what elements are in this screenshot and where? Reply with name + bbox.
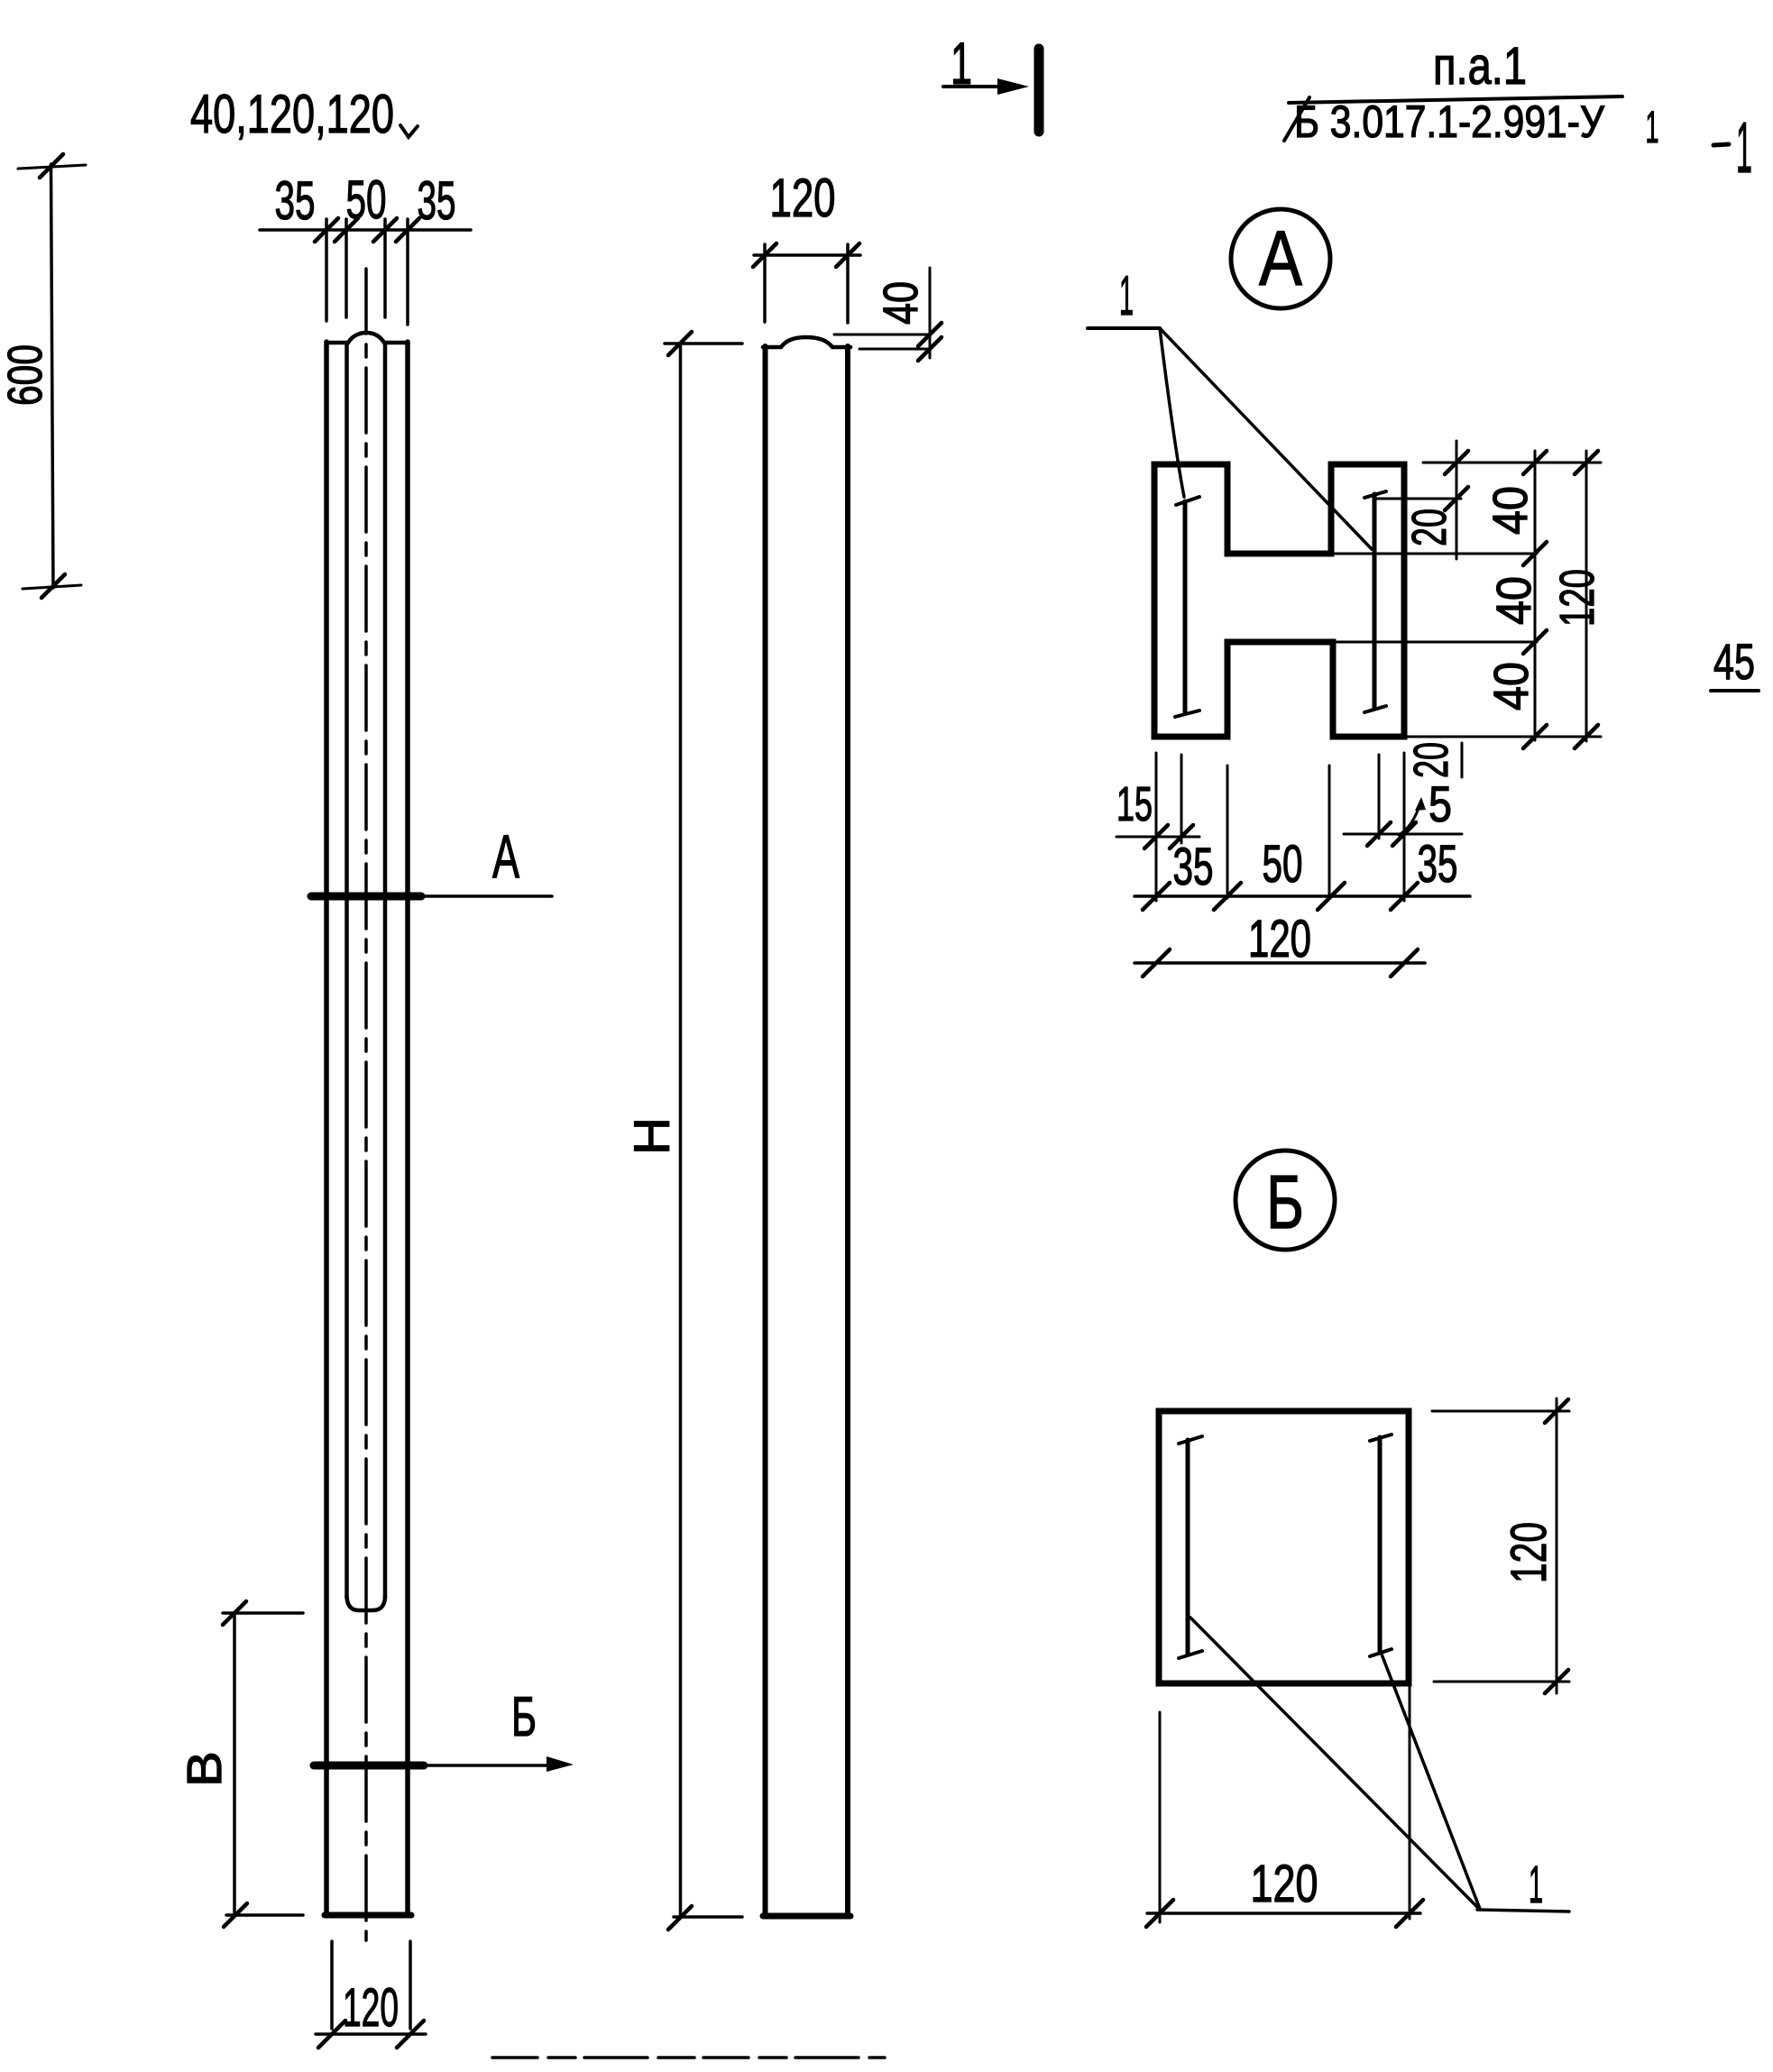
svg-text:120: 120 (343, 1977, 399, 2038)
svg-text:40: 40 (1484, 662, 1539, 711)
svg-text:120: 120 (1500, 1522, 1557, 1583)
svg-text:А: А (1259, 215, 1303, 302)
svg-text:600: 600 (0, 344, 52, 406)
svg-text:35: 35 (1173, 838, 1214, 896)
svg-text:1: 1 (1119, 265, 1134, 327)
svg-text:Б: Б (1266, 1160, 1304, 1244)
svg-text:п.а.1: п.а.1 (1433, 37, 1527, 96)
svg-text:Б 3.017.1-2.991-У: Б 3.017.1-2.991-У (1294, 96, 1604, 147)
svg-text:40: 40 (1484, 486, 1538, 535)
svg-text:120: 120 (770, 168, 836, 228)
svg-text:Б: Б (511, 1686, 537, 1748)
svg-text:120: 120 (1248, 910, 1311, 968)
svg-text:40: 40 (874, 281, 928, 325)
svg-text:120: 120 (1251, 1855, 1318, 1913)
svg-text:20: 20 (1402, 509, 1456, 546)
svg-text:20: 20 (1404, 742, 1458, 778)
svg-text:15: 15 (1116, 777, 1153, 831)
svg-text:35: 35 (275, 170, 316, 231)
svg-text:1: 1 (1646, 102, 1659, 152)
svg-text:35: 35 (1418, 835, 1458, 894)
svg-text:40: 40 (1487, 576, 1541, 625)
svg-text:50: 50 (346, 170, 387, 230)
svg-text:Н: Н (623, 1117, 680, 1155)
svg-text:5: 5 (1429, 775, 1452, 832)
svg-text:120: 120 (1550, 569, 1604, 627)
svg-text:1: 1 (1736, 107, 1752, 188)
svg-text:1: 1 (1529, 1856, 1543, 1914)
svg-text:35: 35 (418, 170, 456, 231)
svg-text:50: 50 (1263, 835, 1303, 894)
svg-text:45: 45 (1713, 633, 1755, 690)
svg-text:А: А (492, 822, 519, 891)
svg-text:40,120,120: 40,120,120 (190, 84, 394, 144)
svg-text:В: В (178, 1751, 232, 1787)
